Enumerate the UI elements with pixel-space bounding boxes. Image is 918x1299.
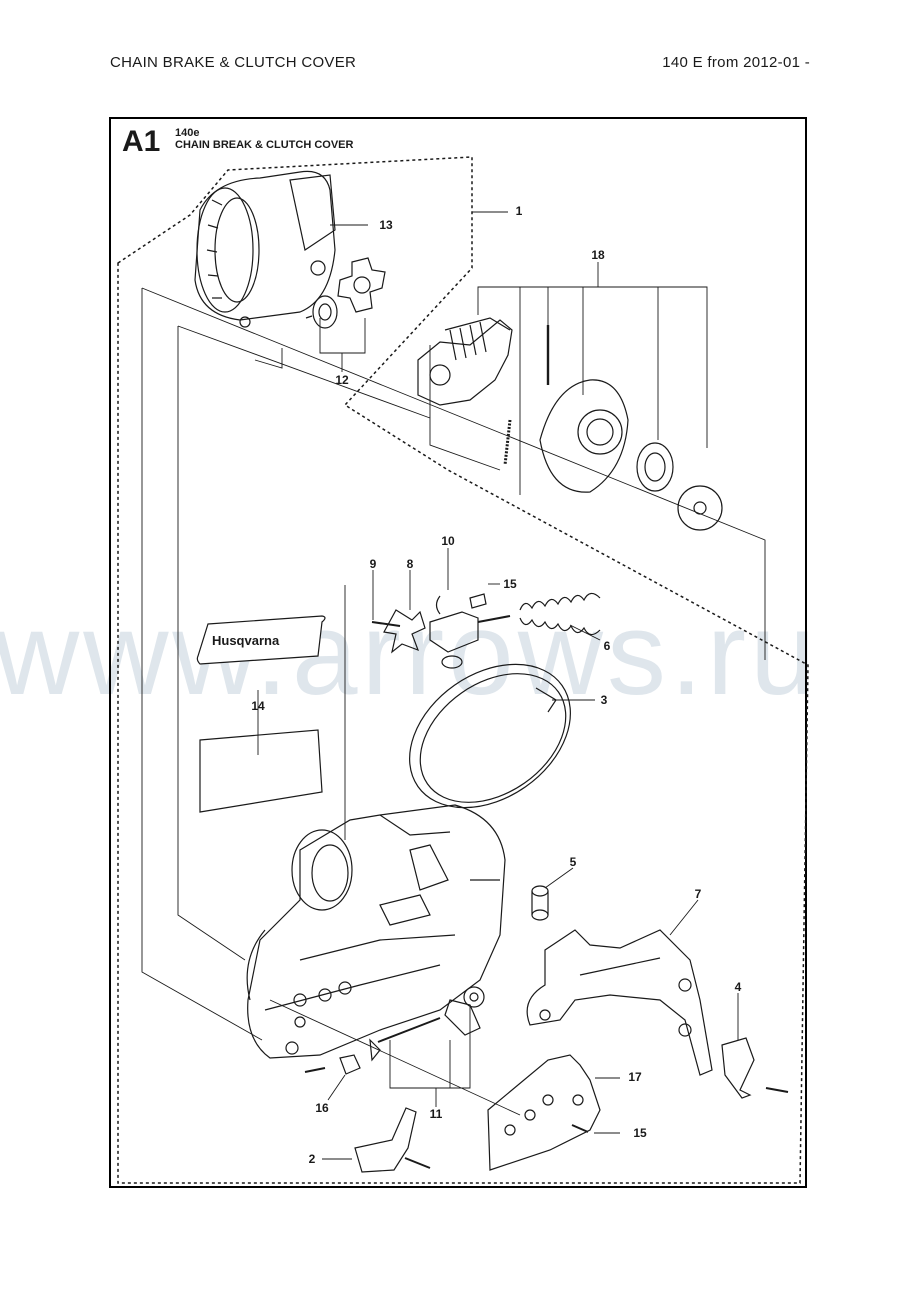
- diagram-title: CHAIN BREAK & CLUTCH COVER: [175, 139, 354, 151]
- assembly-boundary-line: [117, 156, 809, 1184]
- sleeve-shape: [531, 885, 549, 921]
- clutch-cover-housing-shape: [246, 804, 506, 1059]
- reference-lines: [141, 286, 766, 1116]
- cover-housing-upper-shape: [194, 170, 336, 328]
- model-label: 140e: [175, 127, 200, 139]
- label-part-6: 6: [603, 639, 611, 653]
- label-part-18: 18: [591, 248, 605, 262]
- label-part-4: 4: [734, 980, 742, 994]
- label-part-9: 9: [369, 557, 377, 571]
- decal-shapes: [196, 615, 326, 813]
- label-part-1: 1: [515, 204, 523, 218]
- label-part-12: 12: [335, 373, 349, 387]
- brake-mechanism-shape: [417, 317, 723, 531]
- brake-linkage-shape: [371, 592, 601, 669]
- label-part-2: 2: [308, 1152, 316, 1166]
- label-part-5: 5: [569, 855, 577, 869]
- brake-band-shape: [409, 663, 571, 809]
- diagram-frame: [109, 117, 807, 1188]
- chain-catcher-plate-shape: [487, 1054, 601, 1171]
- label-part-7: 7: [694, 887, 702, 901]
- section-code: A1: [122, 125, 161, 158]
- label-part-15: 15: [503, 577, 517, 591]
- label-part-15-lower: 15: [633, 1126, 647, 1140]
- watermark: www.arrows.ru: [0, 588, 820, 720]
- page-header-title: CHAIN BRAKE & CLUTCH COVER: [110, 54, 357, 71]
- page-header-model-range: 140 E from 2012-01 -: [662, 54, 810, 71]
- label-part-8: 8: [406, 557, 414, 571]
- chain-brake-handle-shape: [526, 929, 713, 1076]
- gear-pair-shape: [305, 257, 386, 329]
- label-part-10: 10: [441, 534, 455, 548]
- tensioner-set-shape: [369, 986, 485, 1062]
- label-part-14: 14: [251, 699, 265, 713]
- label-part-3: 3: [600, 693, 608, 707]
- label-part-16: 16: [315, 1101, 329, 1115]
- label-part-11: 11: [429, 1107, 443, 1121]
- nut-screw-shape: [304, 1054, 361, 1075]
- guide-block-right-shape: [721, 1037, 789, 1099]
- decal-brand-text: Husqvarna: [212, 633, 280, 648]
- leader-lines: [257, 211, 739, 1160]
- label-part-13: 13: [379, 218, 393, 232]
- guide-block-left-shape: [354, 1107, 431, 1173]
- label-part-17: 17: [628, 1070, 642, 1084]
